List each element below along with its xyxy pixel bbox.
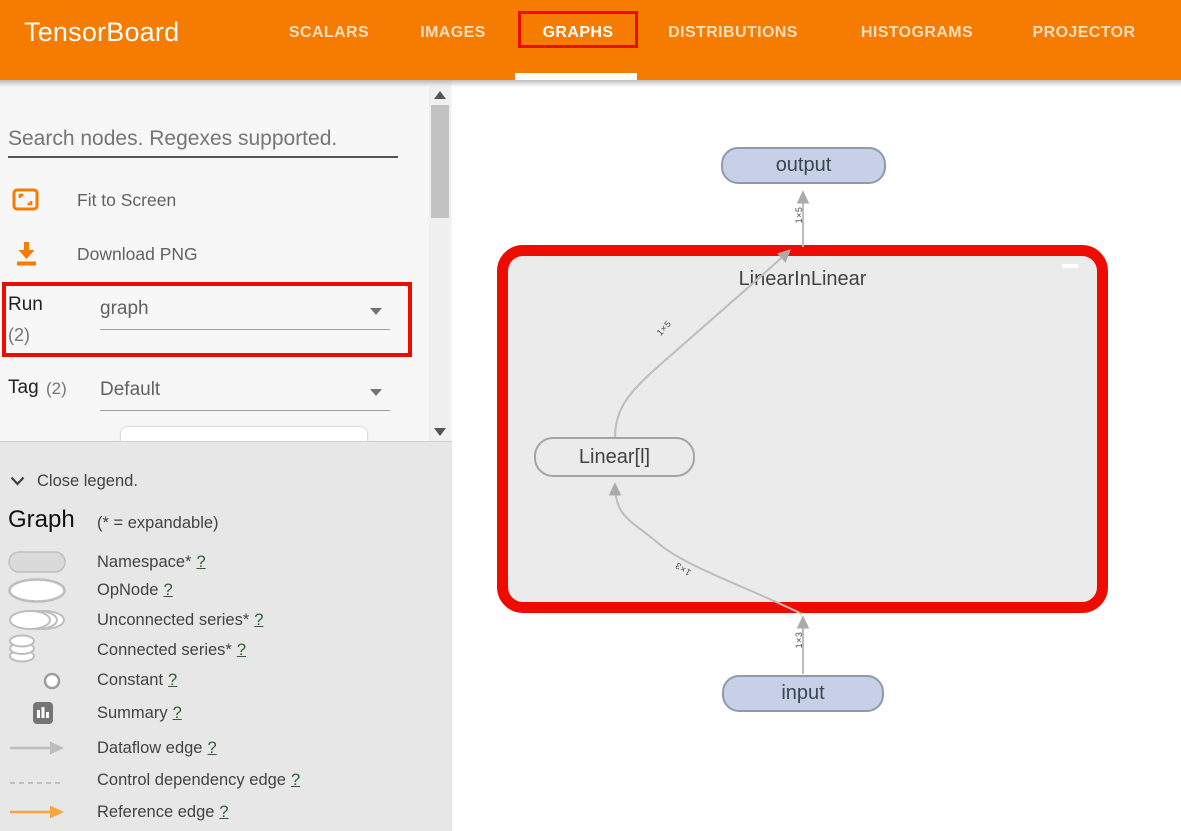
namespace-node-linearinlinear[interactable]: LinearInLinear xyxy=(497,245,1108,613)
fit-to-screen-button[interactable]: Fit to Screen xyxy=(77,190,177,210)
graph-node-input[interactable]: input xyxy=(722,675,884,712)
scrollbar-thumb[interactable] xyxy=(431,105,449,218)
edge-namespace-to-linear[interactable] xyxy=(608,482,803,615)
tab-projector[interactable]: PROJECTOR xyxy=(1032,24,1136,41)
collapse-minus-icon[interactable] xyxy=(1062,264,1078,268)
download-png-icon[interactable] xyxy=(14,240,39,273)
active-tab-underline xyxy=(515,73,637,80)
help-link[interactable]: ? xyxy=(219,803,229,821)
scroll-down-arrow-icon[interactable] xyxy=(434,428,446,436)
namespace-icon xyxy=(8,551,66,578)
opnode-icon xyxy=(8,578,66,608)
graph-canvas[interactable]: LinearInLinear 1×3 1×3 1×5 1×5 output Li… xyxy=(452,80,1181,831)
close-legend-button[interactable]: Close legend. xyxy=(10,468,138,494)
partially-scrolled-button[interactable] xyxy=(120,426,368,442)
run-count: (2) xyxy=(8,325,30,345)
edge-linear-to-namespace-top[interactable] xyxy=(614,249,792,439)
tab-distributions[interactable]: DISTRIBUTIONS xyxy=(668,24,798,41)
legend-item-dataflow-edge: Dataflow edge? xyxy=(97,739,217,757)
unconnected-series-icon xyxy=(8,609,66,636)
close-legend-label: Close legend. xyxy=(37,471,138,490)
tag-select-underline xyxy=(100,410,390,411)
help-link[interactable]: ? xyxy=(163,581,173,599)
graph-node-output[interactable]: output xyxy=(721,147,886,184)
legend-item-summary: Summary? xyxy=(97,704,182,722)
legend-heading: Graph xyxy=(8,506,75,533)
graph-node-linear[interactable]: Linear[l] xyxy=(534,437,695,477)
legend-item-opnode: OpNode? xyxy=(97,581,173,599)
tag-select[interactable]: Default xyxy=(100,377,390,411)
chevron-down-icon xyxy=(370,389,382,396)
help-link[interactable]: ? xyxy=(236,641,247,659)
help-link[interactable]: ? xyxy=(168,671,178,689)
legend-item-control-dependency-edge: Control dependency edge? xyxy=(97,771,301,789)
run-label: Run xyxy=(8,294,43,315)
sidebar-scrollbar[interactable] xyxy=(429,86,451,441)
tab-images[interactable]: IMAGES xyxy=(420,24,486,41)
app-header: TensorBoard SCALARS IMAGES GRAPHS DISTRI… xyxy=(0,0,1181,80)
legend-item-constant: Constant? xyxy=(97,671,178,689)
chevron-down-icon xyxy=(10,476,25,486)
constant-icon xyxy=(43,672,61,695)
download-png-button[interactable]: Download PNG xyxy=(77,244,198,264)
legend-expandable-note: (* = expandable) xyxy=(97,514,219,532)
fit-to-screen-icon[interactable] xyxy=(12,186,39,218)
help-link[interactable]: ? xyxy=(196,553,206,571)
graph-legend-panel: Close legend. Graph (* = expandable) xyxy=(0,441,452,831)
reference-edge-icon xyxy=(10,804,66,825)
summary-icon xyxy=(33,701,53,730)
legend-item-reference-edge: Reference edge? xyxy=(97,803,229,821)
namespace-title: LinearInLinear xyxy=(738,268,867,290)
help-link[interactable]: ? xyxy=(290,771,301,789)
run-select-underline xyxy=(100,329,390,330)
app-title: TensorBoard xyxy=(24,17,180,47)
control-dependency-edge-icon xyxy=(10,774,66,792)
tag-select-value: Default xyxy=(100,379,161,400)
tab-histograms[interactable]: HISTOGRAMS xyxy=(860,24,974,41)
chevron-down-icon xyxy=(370,308,382,315)
legend-item-unconnected-series: Unconnected series*? xyxy=(97,611,264,629)
tag-count: (2) xyxy=(46,379,67,398)
run-select-value: graph xyxy=(100,298,149,319)
search-input[interactable] xyxy=(8,122,398,158)
tab-scalars[interactable]: SCALARS xyxy=(288,24,370,41)
legend-item-namespace: Namespace*? xyxy=(97,553,206,571)
connected-series-icon xyxy=(8,634,36,668)
help-link[interactable]: ? xyxy=(254,611,264,629)
help-link[interactable]: ? xyxy=(207,739,217,757)
tag-label: Tag xyxy=(8,377,39,398)
legend-item-connected-series: Connected series*? xyxy=(97,641,247,659)
run-select[interactable]: graph xyxy=(100,296,390,330)
tab-graphs[interactable]: GRAPHS xyxy=(542,24,614,41)
dataflow-edge-icon xyxy=(10,740,66,761)
scroll-up-arrow-icon[interactable] xyxy=(434,91,446,99)
graph-controls-panel: Fit to Screen Download PNG Run (2) graph… xyxy=(0,80,452,442)
help-link[interactable]: ? xyxy=(172,704,182,722)
